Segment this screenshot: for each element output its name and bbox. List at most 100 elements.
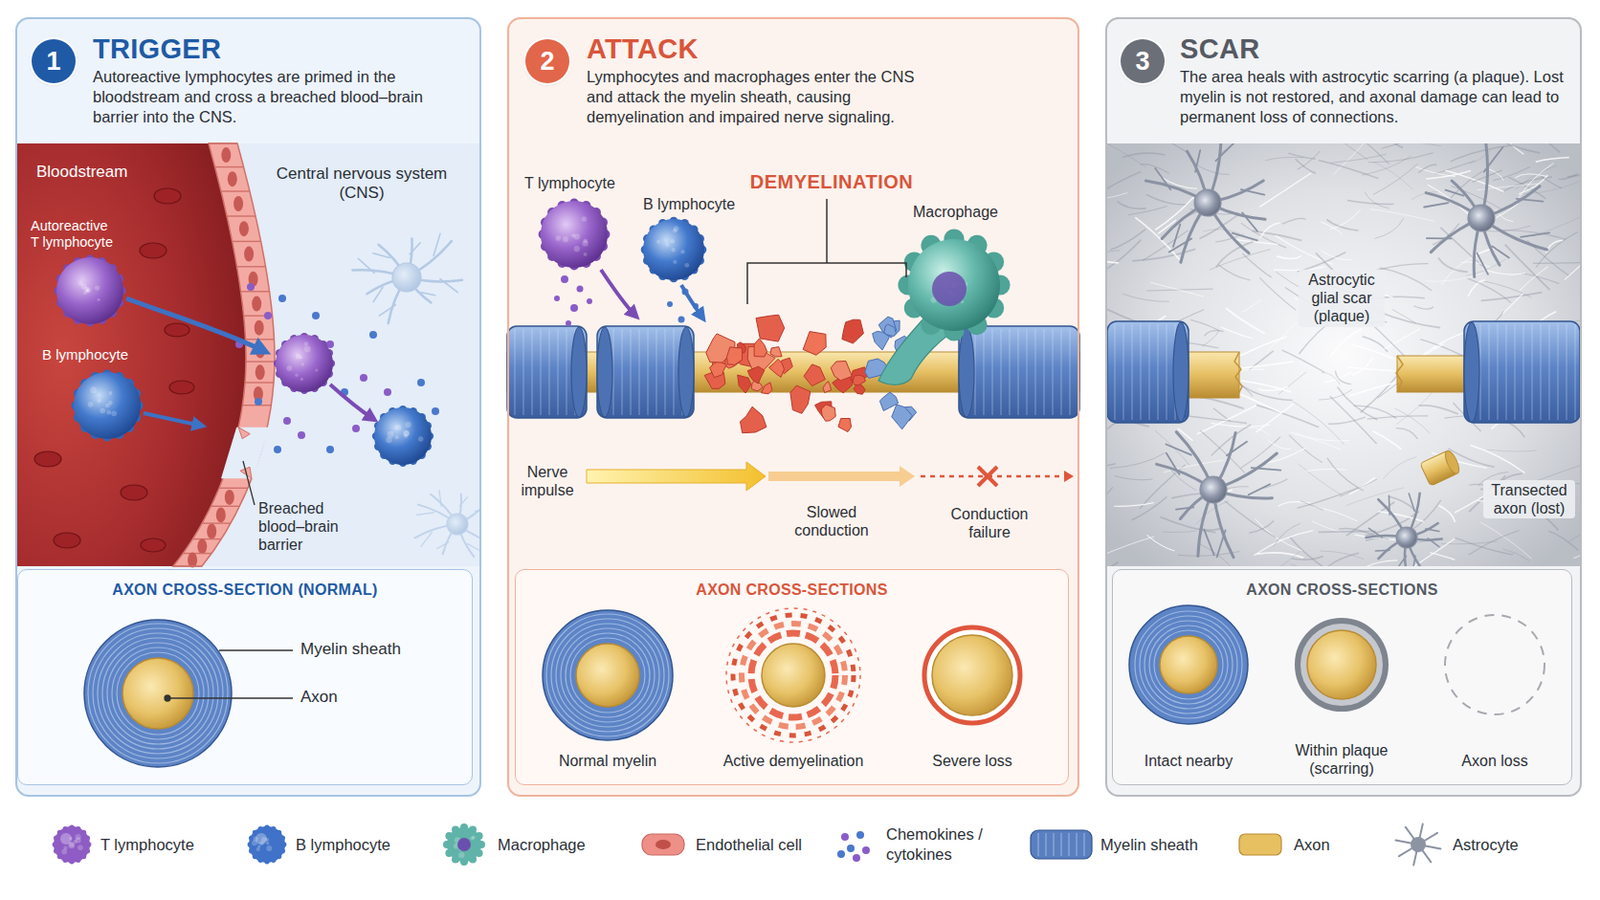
glial-fiber <box>1122 293 1170 302</box>
endothelial-cells <box>233 196 244 212</box>
glial-fiber <box>1347 200 1395 205</box>
legend-swatch <box>248 826 286 864</box>
legend-anchor: T lymphocyte <box>100 835 264 856</box>
endothelial-cells <box>182 553 212 555</box>
myelin-debris <box>740 406 767 434</box>
lymphocyte-cell <box>387 431 395 439</box>
panel-description: The area heals with astrocytic scarring … <box>1179 66 1568 128</box>
endothelial-cells <box>215 166 245 168</box>
axon-segment <box>1182 352 1470 399</box>
lymphocyte-cell <box>85 287 91 293</box>
label-anchor: Normal myelin <box>531 752 685 771</box>
part-label: Conduction failure <box>941 505 1038 542</box>
astrocyte <box>1155 168 1171 190</box>
inset-title: AXON CROSS-SECTION (NORMAL) <box>18 570 472 600</box>
glial-fiber <box>1107 193 1128 200</box>
glial-fiber <box>1330 328 1362 357</box>
glial-fiber <box>1132 248 1196 262</box>
lymphocyte-cell <box>304 341 309 346</box>
glial-fiber <box>1107 143 1580 567</box>
legend-swatch <box>1239 834 1282 856</box>
nerve-impulse-arrow <box>920 475 1065 479</box>
lymphocyte-cell <box>73 372 141 440</box>
glial-fiber <box>1297 488 1359 510</box>
glial-fiber <box>1225 308 1265 334</box>
myelin-segment <box>638 329 640 416</box>
legend-anchor: B lymphocyte <box>295 835 459 856</box>
glial-fiber <box>1107 171 1141 192</box>
endothelial-cells <box>221 190 250 192</box>
astrocyte <box>1376 550 1391 553</box>
myelin-segment <box>958 327 975 418</box>
scar-tissue <box>1107 143 1580 567</box>
cytokine-dots <box>560 275 569 284</box>
legend-icon <box>655 840 671 850</box>
lymphocyte-cell <box>404 422 412 429</box>
glial-fiber <box>1352 356 1374 377</box>
axon-wisp <box>1241 380 1292 393</box>
glial-fiber <box>1295 158 1316 174</box>
leader-line <box>164 695 171 702</box>
myelin-segment <box>664 329 666 416</box>
lymphocyte-cell <box>403 434 408 439</box>
endothelial-cells <box>238 427 250 440</box>
glial-fiber <box>1107 143 1147 168</box>
myelin-segment <box>1148 324 1150 421</box>
step-number: 1 <box>31 39 76 84</box>
astrocyte <box>1216 143 1237 161</box>
glial-fiber <box>1278 372 1307 395</box>
glial-fiber <box>1377 143 1443 147</box>
chemokine-dots <box>326 445 334 454</box>
macrophage-cell <box>908 239 1000 332</box>
legend-icon <box>255 833 267 845</box>
axon-cross-section <box>102 638 214 750</box>
legend-anchor: Astrocyte <box>1452 835 1600 856</box>
glial-fiber <box>1114 475 1154 480</box>
cytokine-dots <box>554 295 560 302</box>
axon-cross-section <box>1149 625 1228 705</box>
glial-fiber <box>1113 503 1155 508</box>
legend-icon <box>61 849 67 856</box>
axon-wisp <box>1349 382 1396 397</box>
legend-icon <box>837 831 870 863</box>
myelin-segment <box>678 327 694 418</box>
red-blood-cell <box>139 243 167 259</box>
axon-cross-section <box>1139 616 1238 714</box>
legend-text: B lymphocyte <box>295 835 459 856</box>
glial-fiber <box>1289 564 1353 567</box>
cytokine-dots <box>678 316 686 324</box>
glial-fiber <box>1204 331 1224 337</box>
myelin-segment <box>1107 321 1189 423</box>
neuron-sketch <box>440 279 459 293</box>
label-anchor: B lymphocyte <box>42 346 167 364</box>
glial-fiber <box>1265 156 1304 160</box>
glial-fiber <box>1379 267 1432 291</box>
astrocyte <box>1241 189 1265 196</box>
leader-line <box>164 650 293 702</box>
neuron-sketch <box>475 510 480 512</box>
part-label: B lymphocyte <box>42 346 129 364</box>
astrocyte <box>1166 453 1180 475</box>
glial-fiber <box>1450 145 1513 162</box>
stage-panel: SCARThe area heals with astrocytic scarr… <box>1105 17 1582 798</box>
glial-fiber <box>1305 468 1347 471</box>
glial-fiber <box>1107 422 1119 441</box>
lymphocyte-cell <box>555 235 562 242</box>
axon-cross-section <box>570 638 645 713</box>
glial-fiber <box>1160 516 1217 533</box>
endothelial-cells <box>245 338 275 340</box>
inset-ground <box>514 569 1069 786</box>
endothelial-cells <box>224 489 235 506</box>
attack-arrow <box>681 285 703 318</box>
myelin-segment <box>597 326 694 419</box>
panel-heading: TRIGGER <box>92 33 480 65</box>
glial-fiber <box>1481 292 1543 302</box>
axon-wisp <box>1240 394 1283 414</box>
glial-fiber <box>1467 278 1512 303</box>
axon-cross-section <box>122 658 194 730</box>
part-label: Nerve impulse <box>509 463 586 500</box>
astrocyte <box>1388 495 1391 515</box>
glial-fiber <box>1413 306 1434 310</box>
glial-fiber <box>1375 218 1404 240</box>
myelin-segment <box>655 329 657 416</box>
